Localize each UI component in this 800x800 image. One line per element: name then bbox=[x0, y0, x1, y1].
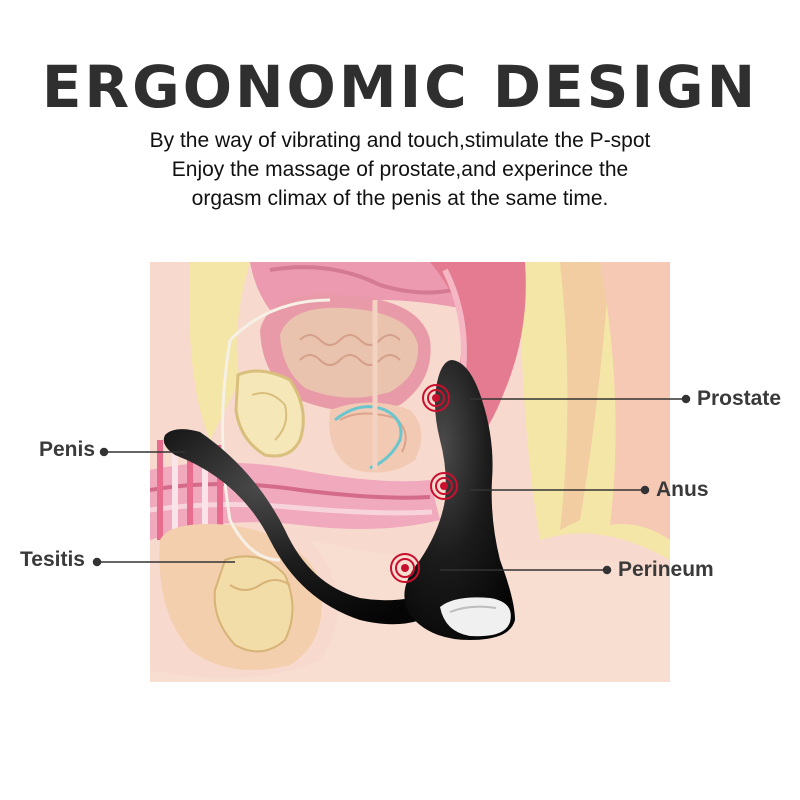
label-perineum: Perineum bbox=[618, 558, 714, 581]
abdominal-fat bbox=[189, 262, 250, 440]
pubic-bone bbox=[234, 369, 305, 458]
label-anus: Anus bbox=[656, 478, 709, 501]
ring-arm bbox=[163, 429, 440, 625]
vibration-point-prostate bbox=[422, 384, 450, 412]
description-line: By the way of vibrating and touch,stimul… bbox=[149, 129, 651, 152]
page-title: ERGONOMIC DESIGN bbox=[41, 53, 759, 121]
label-testis: Tesitis bbox=[20, 548, 85, 571]
vibration-point-perineum bbox=[390, 553, 420, 583]
vibration-point-anus bbox=[430, 472, 458, 500]
description: By the way of vibrating and touch,stimul… bbox=[0, 126, 800, 213]
description-line: orgasm climax of the penis at the same t… bbox=[191, 187, 609, 210]
prostate-outline bbox=[334, 405, 403, 470]
label-prostate: Prostate bbox=[697, 387, 782, 410]
label-penis: Penis bbox=[39, 438, 96, 461]
cross-section-illustration bbox=[150, 262, 670, 682]
description-line: Enjoy the massage of prostate,and experi… bbox=[171, 158, 629, 181]
